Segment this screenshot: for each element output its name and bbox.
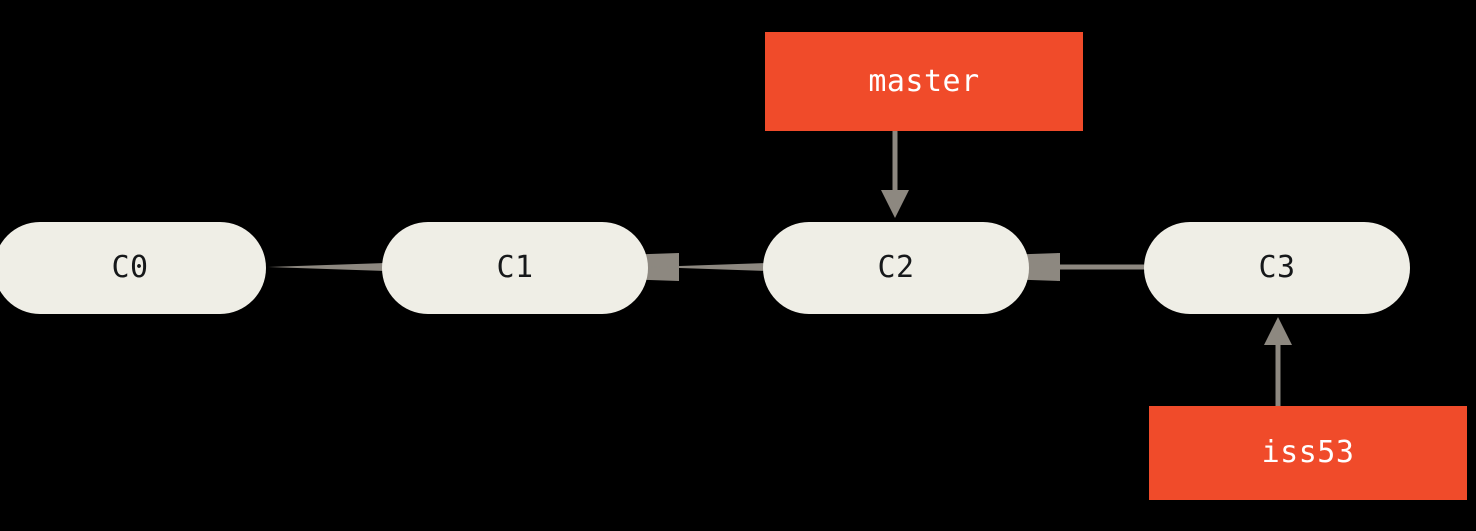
commit-node-c2[interactable]: C2: [763, 222, 1029, 314]
commit-label-c2: C2: [877, 250, 915, 285]
edge-c3-to-c2: [1031, 253, 1147, 281]
commit-label-c3: C3: [1258, 250, 1296, 285]
commit-node-c1[interactable]: C1: [382, 222, 648, 314]
commit-label-c0: C0: [111, 250, 149, 285]
edge-iss53-to-c3: [1264, 317, 1292, 406]
commit-node-c3[interactable]: C3: [1144, 222, 1410, 314]
branch-label-master: master: [868, 63, 980, 99]
edge-master-to-c2: [881, 131, 909, 218]
commit-label-c1: C1: [496, 250, 534, 285]
branch-box-iss53[interactable]: iss53: [1149, 406, 1467, 500]
branch-box-master[interactable]: master: [765, 32, 1083, 131]
branch-label-iss53: iss53: [1261, 435, 1355, 470]
commit-node-c0[interactable]: C0: [0, 222, 266, 314]
